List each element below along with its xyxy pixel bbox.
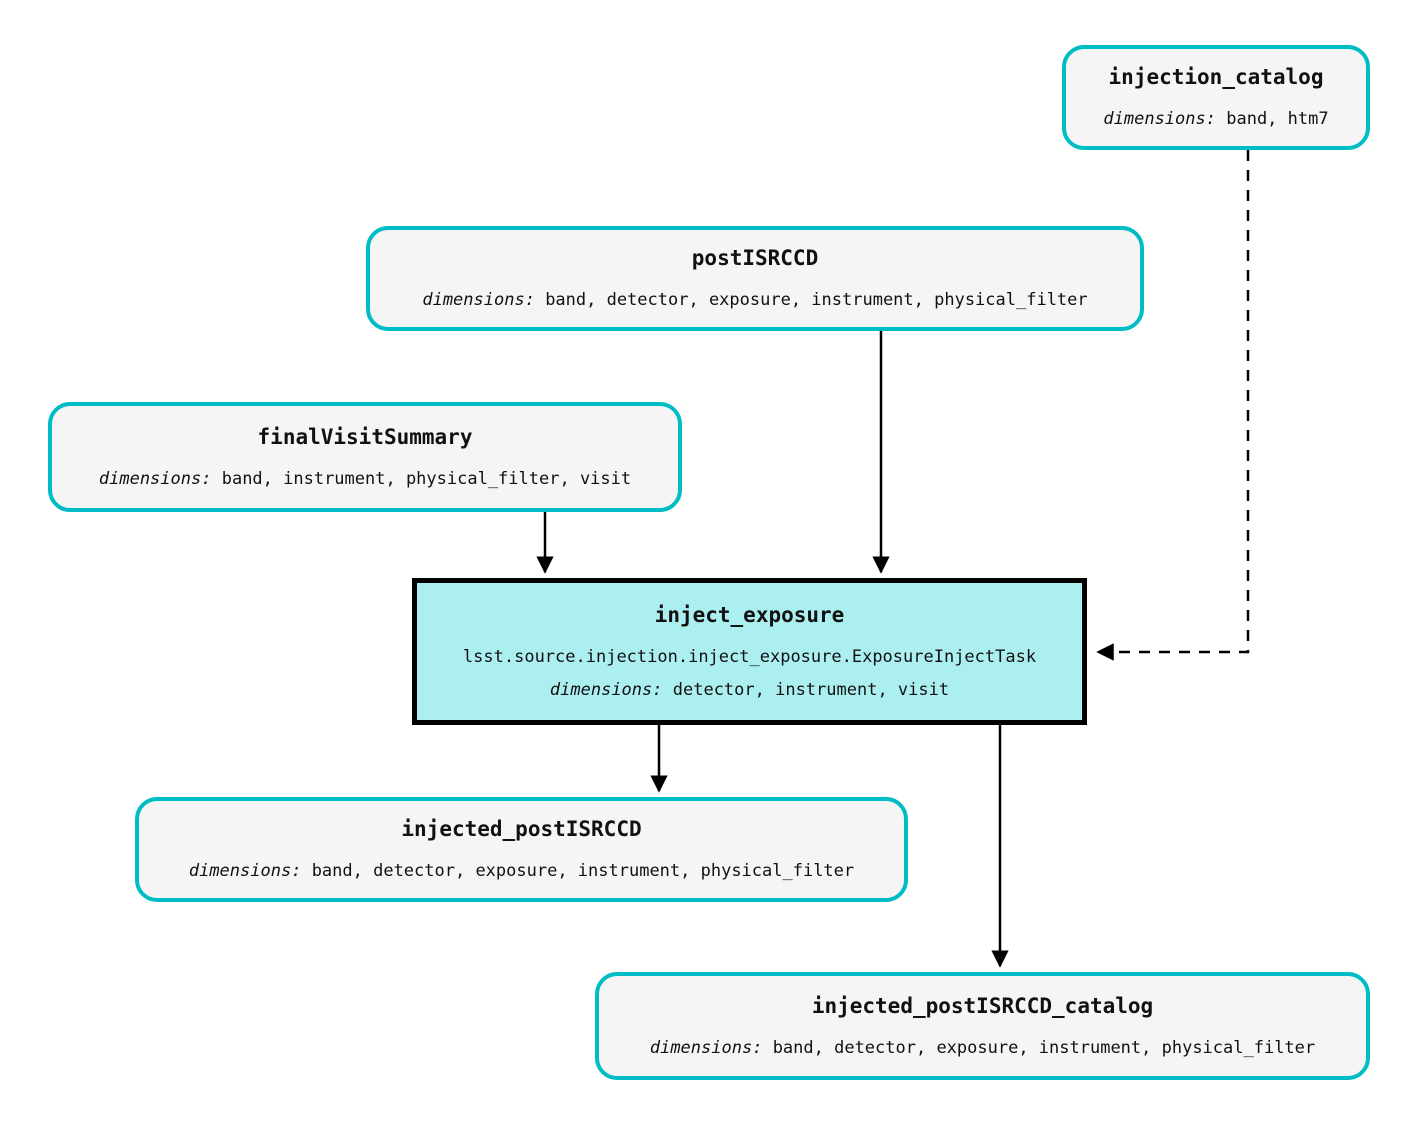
node-inject-exposure-title: inject_exposure	[654, 602, 845, 627]
node-finalvisitsummary-dimensions: dimensions: band, instrument, physical_f…	[98, 468, 632, 489]
dimensions-label: dimensions:	[98, 468, 212, 489]
node-injected-postisrccd-catalog-title: injected_postISRCCD_catalog	[811, 993, 1154, 1018]
node-injection-catalog-dimensions: dimensions: band, htm7	[1103, 110, 1328, 129]
dimensions-value: detector, instrument, visit	[672, 679, 950, 700]
node-postisrccd[interactable]: postISRCCD dimensions: band, detector, e…	[366, 226, 1144, 331]
node-inject-exposure-dimensions: dimensions: detector, instrument, visit	[549, 679, 950, 700]
node-injected-postisrccd-catalog[interactable]: injected_postISRCCD_catalog dimensions: …	[595, 972, 1370, 1080]
node-postisrccd-title: postISRCCD	[691, 246, 819, 271]
node-injected-postisrccd[interactable]: injected_postISRCCD dimensions: band, de…	[135, 797, 908, 902]
dimensions-value: band, detector, exposure, instrument, ph…	[772, 1037, 1316, 1058]
dimensions-label: dimensions:	[422, 290, 535, 311]
dimensions-value: band, instrument, physical_filter, visit	[221, 468, 632, 489]
node-inject-exposure-class-path: lsst.source.injection.inject_exposure.Ex…	[462, 646, 1037, 667]
dimensions-label: dimensions:	[649, 1037, 763, 1058]
node-injection-catalog-title: injection_catalog	[1108, 65, 1324, 90]
dimensions-label: dimensions:	[188, 861, 302, 882]
dimensions-value: band, detector, exposure, instrument, ph…	[545, 290, 1088, 311]
dimensions-value: band, htm7	[1226, 109, 1329, 130]
dimensions-value: band, detector, exposure, instrument, ph…	[311, 861, 855, 882]
node-injected-postisrccd-catalog-dimensions: dimensions: band, detector, exposure, in…	[649, 1037, 1316, 1058]
dimensions-label: dimensions:	[549, 679, 663, 700]
dimensions-label: dimensions:	[1103, 109, 1216, 130]
node-finalvisitsummary[interactable]: finalVisitSummary dimensions: band, inst…	[48, 402, 682, 512]
node-postisrccd-dimensions: dimensions: band, detector, exposure, in…	[422, 291, 1087, 310]
node-inject-exposure[interactable]: inject_exposure lsst.source.injection.in…	[412, 578, 1087, 725]
node-finalvisitsummary-title: finalVisitSummary	[257, 424, 473, 449]
node-injected-postisrccd-title: injected_postISRCCD	[401, 817, 642, 842]
node-injected-postisrccd-dimensions: dimensions: band, detector, exposure, in…	[189, 862, 854, 881]
node-injection-catalog[interactable]: injection_catalog dimensions: band, htm7	[1062, 45, 1370, 150]
